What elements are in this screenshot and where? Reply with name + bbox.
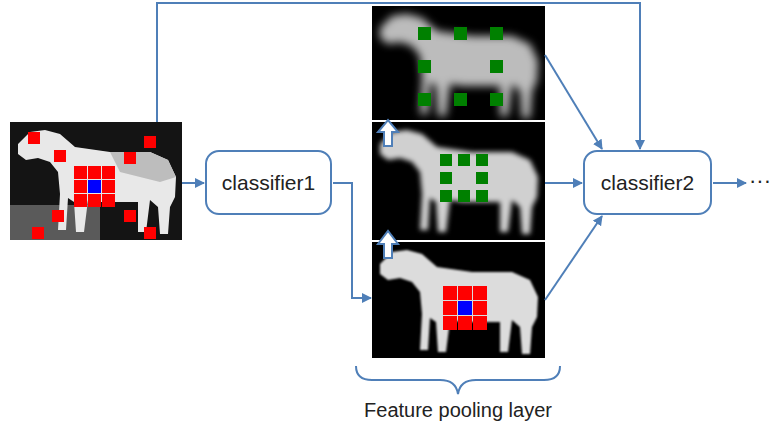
brace <box>356 366 560 394</box>
continuation-dots: ··· <box>749 168 771 194</box>
pool-up-arrow <box>378 231 398 258</box>
box-label: classifier1 <box>222 171 315 195</box>
classifier-box: classifier1 <box>205 150 332 215</box>
pool-up-arrow <box>378 120 398 146</box>
group-caption: Feature pooling layer <box>364 399 552 422</box>
classifier-box: classifier2 <box>583 150 712 215</box>
feature-map-middle <box>372 122 545 240</box>
feature-map-top <box>372 6 545 120</box>
box-label: classifier2 <box>601 171 694 195</box>
feature-map-bottom <box>372 242 545 358</box>
input-image <box>10 122 182 240</box>
flow-arrows <box>182 55 746 300</box>
